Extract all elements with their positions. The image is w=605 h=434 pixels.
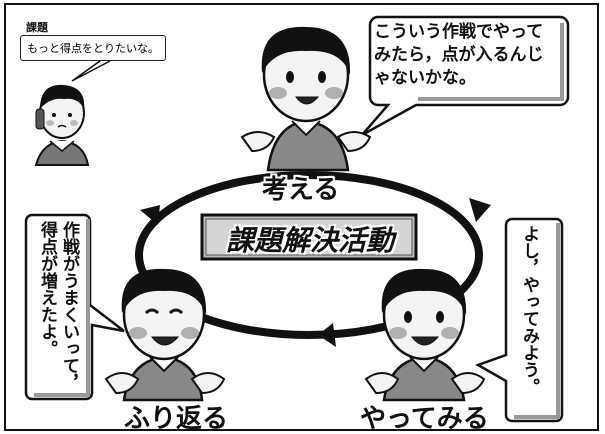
boy-reflect-figure [104,268,226,402]
small-boy-figure [34,84,90,166]
reflect-speech-bubble [24,213,125,401]
boy-think-figure [240,26,372,172]
think-speech-bubble [361,15,570,137]
diagram-canvas [24,15,570,423]
reflect-caption: ふり返る [124,404,229,431]
do-speech-bubble [475,217,564,423]
arrow-head-right [469,198,491,222]
cycle-loop [135,171,483,339]
center-title: 課題解決活動 [225,224,394,257]
boy-do-figure [364,268,486,402]
think-speech-text: こういう作戦でやってみたら，点が入るんじゃないかな。 [374,22,544,88]
problem-speech-bubble: もっと得点をとりたいな。 [20,35,166,61]
do-speech-text: よし，やってみよう。 [519,225,539,395]
illustration-frame: 課題 もっと得点をとりたいな。 こういう作戦でやってみたら，点が入るんじゃないか… [4,3,599,431]
do-caption: やってみる [360,404,489,431]
arrow-head-left [140,205,160,225]
theme-label: 課題 [26,21,48,34]
think-caption: 考える [262,175,340,205]
arrow-head-bottom [318,323,336,347]
reflect-speech-text: 作戦がうまくいって，得点が増えたよ。 [37,221,79,391]
